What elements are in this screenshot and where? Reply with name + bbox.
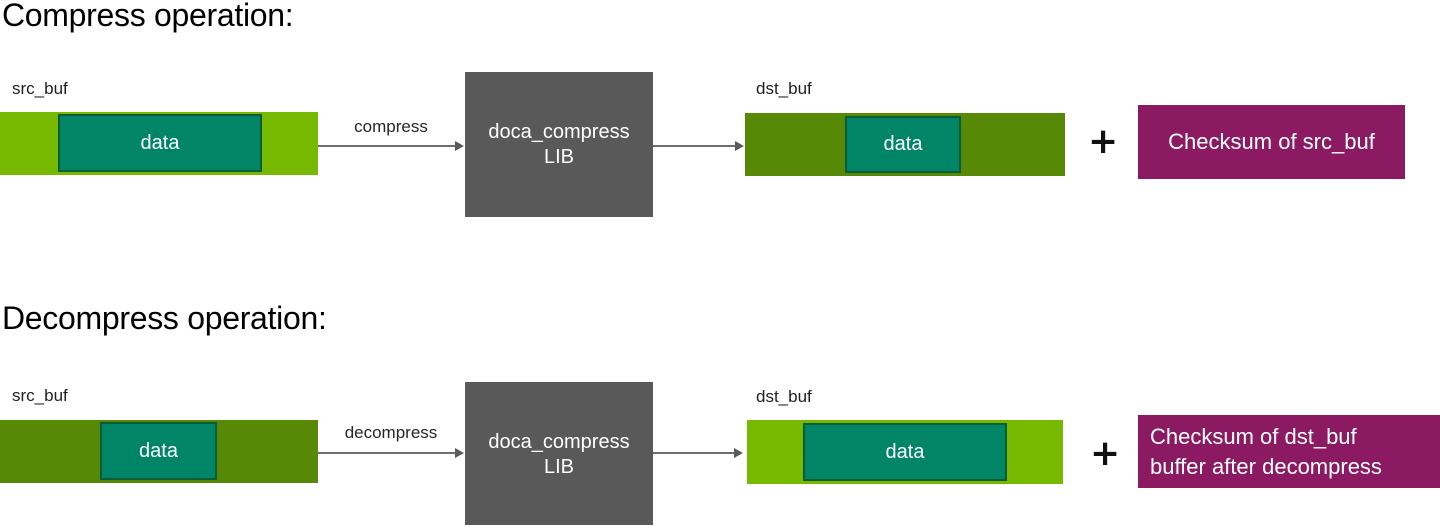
decompress-dst-buf-label: dst_buf [756, 387, 812, 406]
compress-src-data-label: data [140, 131, 180, 154]
decompress-operation-label: decompress [344, 423, 438, 442]
compress-src-data-box: data [58, 114, 262, 172]
compress-dst-data-label: data [883, 133, 923, 155]
arrow-head-icon [735, 141, 744, 151]
lib-box-line1: doca_compress [488, 431, 630, 453]
compress-dst-data-box: data [845, 116, 961, 173]
lib-box-line2: LIB [543, 145, 575, 168]
decompress-checksum-text-line2: buffer after decompress [1150, 453, 1382, 479]
compress-doca-lib-box: doca_compress LIB [465, 72, 653, 217]
arrow-line [318, 452, 457, 454]
arrow-head-icon [455, 448, 464, 458]
decompress-arrow-lib-to-dst [653, 448, 743, 458]
decompress-src-data-label: data [139, 439, 178, 462]
decompress-src-buf-label: src_buf [12, 386, 68, 405]
compress-arrow-src-to-lib [318, 141, 464, 151]
decompress-src-data-box: data [100, 422, 217, 480]
decompress-section-title: Decompress operation: [2, 300, 327, 336]
compress-src-buf-label: src_buf [12, 79, 68, 98]
decompress-plus-sign: + [1090, 433, 1121, 474]
compress-dst-buf-label: dst_buf [756, 79, 812, 98]
decompress-dst-data-label: data [885, 440, 925, 463]
decompress-dst-data-box: data [803, 423, 1007, 481]
decompress-checksum-text-line1: Checksum of dst_buf [1150, 423, 1357, 449]
lib-box-line2: LIB [543, 456, 575, 478]
decompress-checksum-box: Checksum of dst_buf buffer after decompr… [1138, 415, 1440, 488]
arrow-line [653, 452, 736, 454]
compress-arrow-lib-to-dst [653, 141, 744, 151]
arrow-line [318, 145, 457, 147]
compress-plus-sign: + [1088, 121, 1119, 162]
lib-box-line1: doca_compress [488, 120, 630, 143]
compress-operation-label: compress [354, 117, 428, 136]
compress-checksum-text: Checksum of src_buf [1168, 129, 1375, 154]
decompress-doca-lib-box: doca_compress LIB [465, 382, 653, 525]
compress-section-title: Compress operation: [2, 0, 294, 33]
arrow-head-icon [734, 448, 743, 458]
arrow-head-icon [455, 141, 464, 151]
arrow-line [653, 145, 737, 147]
compress-checksum-box: Checksum of src_buf [1138, 105, 1405, 179]
decompress-arrow-src-to-lib [318, 448, 464, 458]
